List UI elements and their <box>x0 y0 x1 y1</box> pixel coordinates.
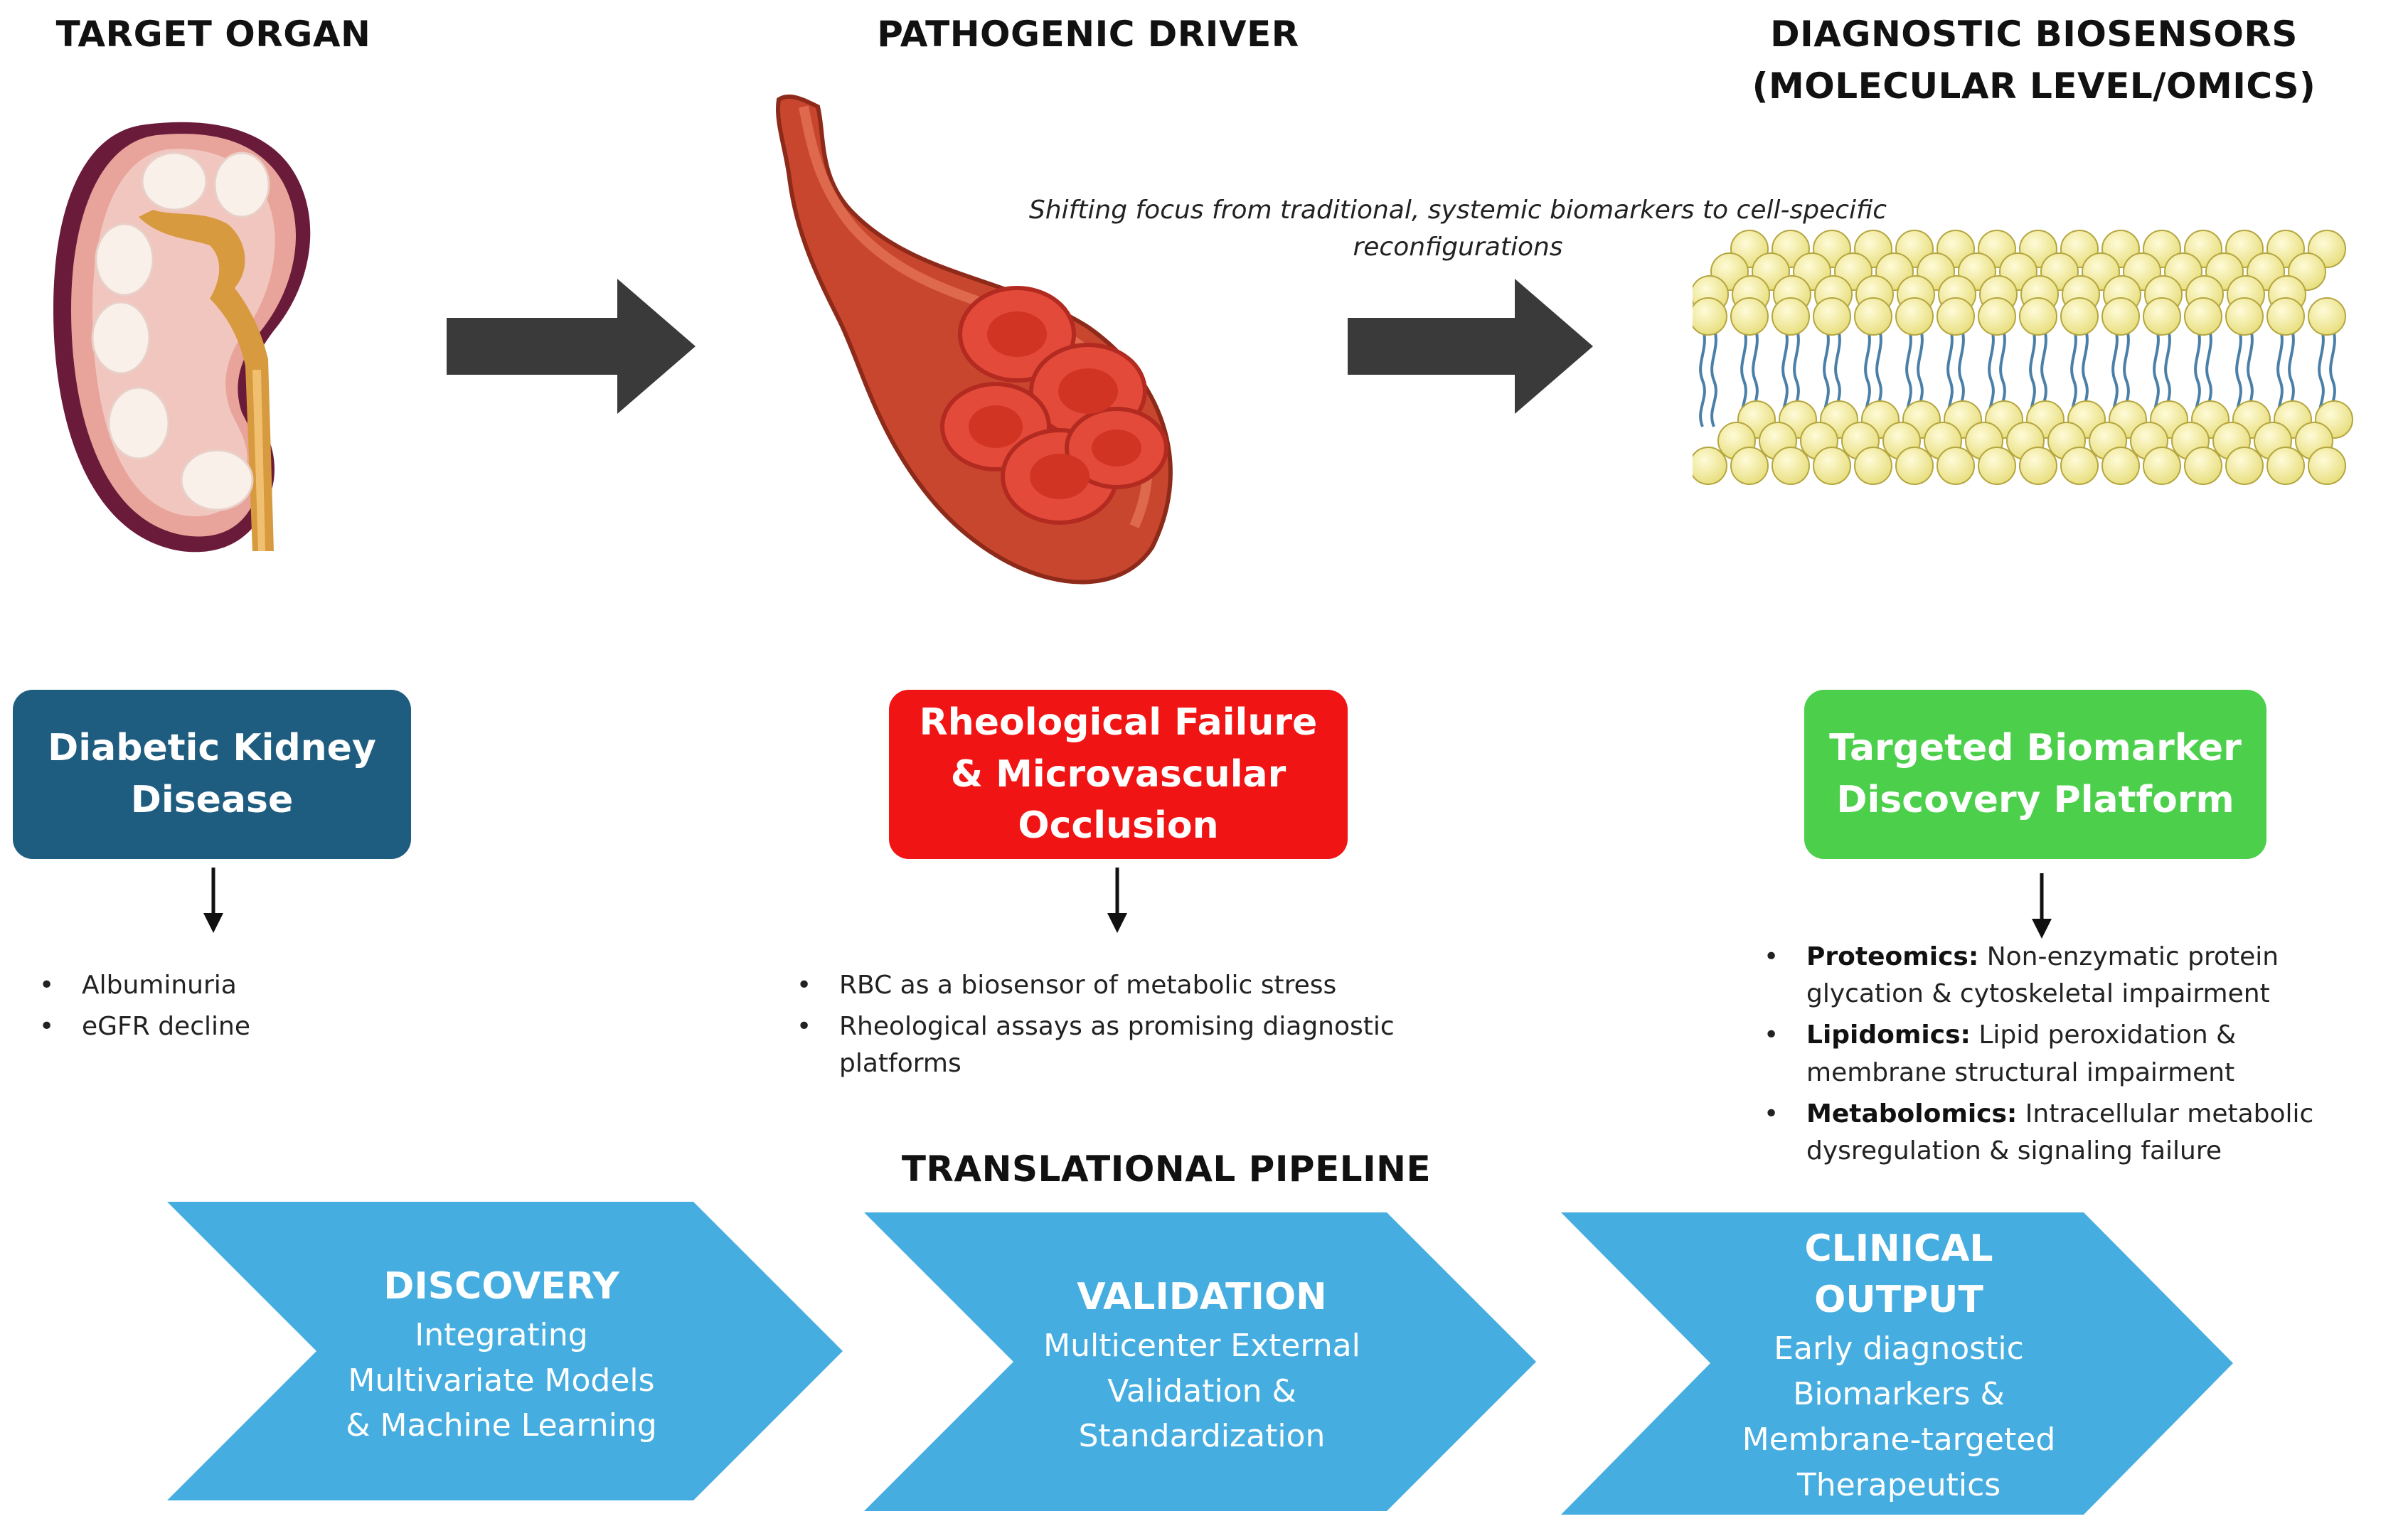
stage-desc-line: Multicenter External <box>1043 1327 1360 1364</box>
stage-desc-line: Biomarkers & <box>1793 1376 2005 1412</box>
stage-desc-line: Membrane-targeted <box>1742 1421 2056 1458</box>
omics-desc-line1: Intracellular metabolic <box>2017 1099 2314 1129</box>
bullet-glyph: • <box>1764 1020 1779 1050</box>
pipeline-chevron-validation <box>864 1212 1536 1511</box>
arrow-down-icon <box>2032 873 2052 939</box>
bullet-glyph: • <box>1764 942 1779 971</box>
bullet-text-line1: Metabolomics: Intracellular metabolic <box>1806 1096 2397 1133</box>
shift-focus-note-line1: Shifting focus from traditional, systemi… <box>1028 196 1887 225</box>
rheo-box-line3: Occlusion <box>1018 804 1219 848</box>
dkd-box-line2: Disease <box>130 779 294 821</box>
stage-desc-line: Multivariate Models <box>348 1362 655 1399</box>
bullet-text-line1: Proteomics: Non-enzymatic protein <box>1806 939 2397 976</box>
heading-biosensors-line1: DIAGNOSTIC BIOSENSORS <box>1770 14 2298 55</box>
bullet-glyph: • <box>1764 1099 1779 1129</box>
rheological-failure-box: Rheological Failure & Microvascular Occl… <box>889 690 1348 859</box>
stage-title-line: CLINICAL <box>1804 1227 1993 1270</box>
heading-diagnostic-biosensors: DIAGNOSTIC BIOSENSORS (MOLECULAR LEVEL/O… <box>1693 9 2375 112</box>
dkd-box: Diabetic Kidney Disease <box>13 690 411 859</box>
bullet-text: Rheological assays as promising diagnost… <box>839 1008 1486 1082</box>
bullet-text-line2: membrane structural impairment <box>1806 1057 2235 1087</box>
bullet-text: Metabolomics: Intracellular metabolic dy… <box>1806 1096 2397 1170</box>
stage-desc-line: Integrating <box>415 1316 588 1353</box>
bullet-text-line1: Rheological assays as promising diagnost… <box>839 1012 1395 1042</box>
heading-pathogenic-driver: PATHOGENIC DRIVER <box>877 14 1299 55</box>
rheo-box-line1: Rheological Failure <box>919 700 1318 744</box>
stage-validation: VALIDATION Multicenter External Validati… <box>981 1262 1422 1468</box>
shift-focus-note-line2: reconfigurations <box>1353 233 1563 262</box>
rheo-bullet-list: • RBC as a biosensor of metabolic stress… <box>775 967 1486 1087</box>
stage-clinical-output: CLINICAL OUTPUT Early diagnostic Biomark… <box>1678 1223 2119 1508</box>
bullet-glyph: • <box>39 971 55 1000</box>
stage-title-line: OUTPUT <box>1814 1279 1983 1322</box>
dkd-bullet-list: • Albuminuria • eGFR decline <box>18 967 444 1050</box>
platform-box-line2: Discovery Platform <box>1836 779 2234 821</box>
bullet-text: Proteomics: Non-enzymatic protein glycat… <box>1806 939 2397 1013</box>
bullet-text: Lipidomics: Lipid peroxidation & membran… <box>1806 1017 2397 1091</box>
rheo-box-line2: & Microvascular <box>950 752 1286 796</box>
bullet-text: Albuminuria <box>82 971 237 1000</box>
bullet-text-line2: dysregulation & signaling failure <box>1806 1136 2222 1165</box>
list-item: • Metabolomics: Intracellular metabolic … <box>1742 1096 2397 1170</box>
list-item: • eGFR decline <box>18 1008 444 1045</box>
dkd-box-line1: Diabetic Kidney <box>48 727 376 770</box>
arrow-right-icon <box>1348 279 1593 414</box>
bullet-glyph: • <box>39 1012 55 1042</box>
bullet-glyph: • <box>797 971 812 1000</box>
stage-desc-line: Validation & <box>1107 1372 1296 1409</box>
list-item: • Albuminuria <box>18 967 444 1004</box>
list-item: • Proteomics: Non-enzymatic protein glyc… <box>1742 939 2397 1013</box>
bullet-text-line2: glycation & cytoskeletal impairment <box>1806 979 2270 1009</box>
stage-desc-line: Standardization <box>1078 1418 1326 1455</box>
heading-target-organ: TARGET ORGAN <box>55 14 371 55</box>
stage-desc-line: Therapeutics <box>1796 1466 2001 1503</box>
stage-title: DISCOVERY <box>383 1264 619 1308</box>
omics-label: Lipidomics: <box>1806 1020 1971 1050</box>
lipid-bilayer-illustration <box>1693 230 2353 485</box>
stage-discovery: DISCOVERY Integrating Multivariate Model… <box>288 1252 715 1458</box>
stage-title: VALIDATION <box>1077 1275 1327 1318</box>
omics-desc-line1: Non-enzymatic protein <box>1978 942 2279 971</box>
omics-bullet-list: • Proteomics: Non-enzymatic protein glyc… <box>1742 939 2397 1174</box>
bullet-text-line1: Lipidomics: Lipid peroxidation & <box>1806 1017 2397 1054</box>
platform-box-line1: Targeted Biomarker <box>1829 727 2242 770</box>
heading-biosensors-line2: (MOLECULAR LEVEL/OMICS) <box>1752 65 2316 107</box>
bullet-text: RBC as a biosensor of metabolic stress <box>839 971 1337 1000</box>
list-item: • Lipidomics: Lipid peroxidation & membr… <box>1742 1017 2397 1091</box>
pipeline-title: TRANSLATIONAL PIPELINE <box>901 1148 1432 1190</box>
stage-desc-line: & Machine Learning <box>346 1407 657 1444</box>
arrow-down-icon <box>1107 868 1127 933</box>
pipeline-chevron-discovery <box>167 1202 843 1500</box>
bullet-glyph: • <box>797 1012 812 1042</box>
pipeline-chevron-clinical-output <box>1561 1212 2233 1515</box>
bullet-text: eGFR decline <box>82 1012 250 1042</box>
stage-desc-line: Early diagnostic <box>1774 1330 2024 1367</box>
omics-label: Metabolomics: <box>1806 1099 2018 1129</box>
list-item: • RBC as a biosensor of metabolic stress <box>775 967 1486 1004</box>
kidney-illustration <box>53 122 311 553</box>
blood-vessel-illustration <box>776 94 1173 585</box>
omics-label: Proteomics: <box>1806 942 1979 971</box>
omics-desc-line1: Lipid peroxidation & <box>1970 1020 2237 1050</box>
arrow-right-icon <box>447 279 696 414</box>
list-item: • Rheological assays as promising diagno… <box>775 1008 1486 1082</box>
shift-focus-note: Shifting focus from traditional, systemi… <box>953 192 1963 266</box>
biomarker-platform-box: Targeted Biomarker Discovery Platform <box>1804 690 2266 859</box>
bullet-text-line2: platforms <box>839 1049 961 1079</box>
arrow-down-icon <box>203 868 223 933</box>
